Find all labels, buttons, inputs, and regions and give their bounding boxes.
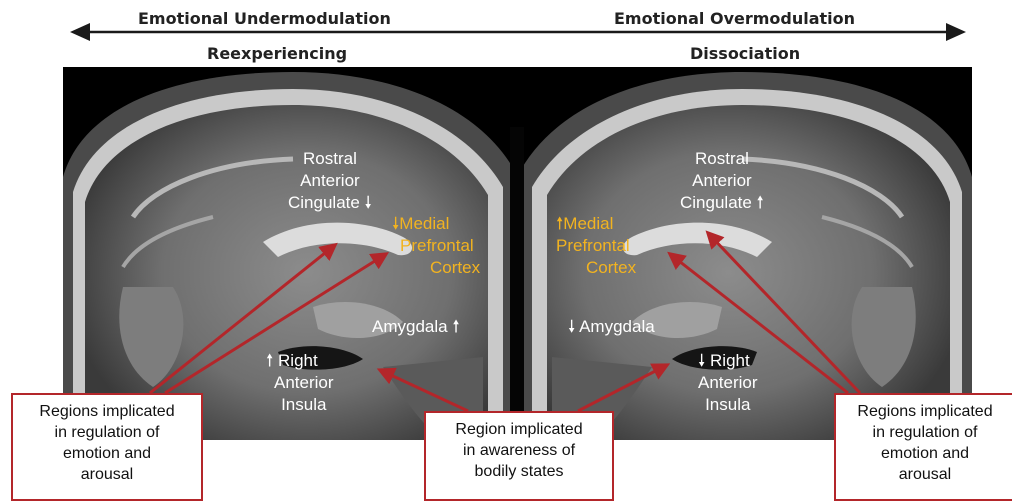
center-awareness-note: Region implicated in awareness of bodily… — [424, 411, 614, 501]
pointer-right-insula — [578, 365, 667, 411]
left-regulation-note: Regions implicated in regulation of emot… — [11, 393, 203, 501]
pointer-right-mpfc — [670, 254, 848, 393]
pointer-right-cingulate — [708, 233, 860, 393]
pointer-left-mpfc — [165, 254, 386, 393]
right-regulation-note: Regions implicated in regulation of emot… — [834, 393, 1012, 501]
pointer-left-cingulate — [150, 245, 335, 393]
pointer-left-insula — [380, 370, 468, 411]
